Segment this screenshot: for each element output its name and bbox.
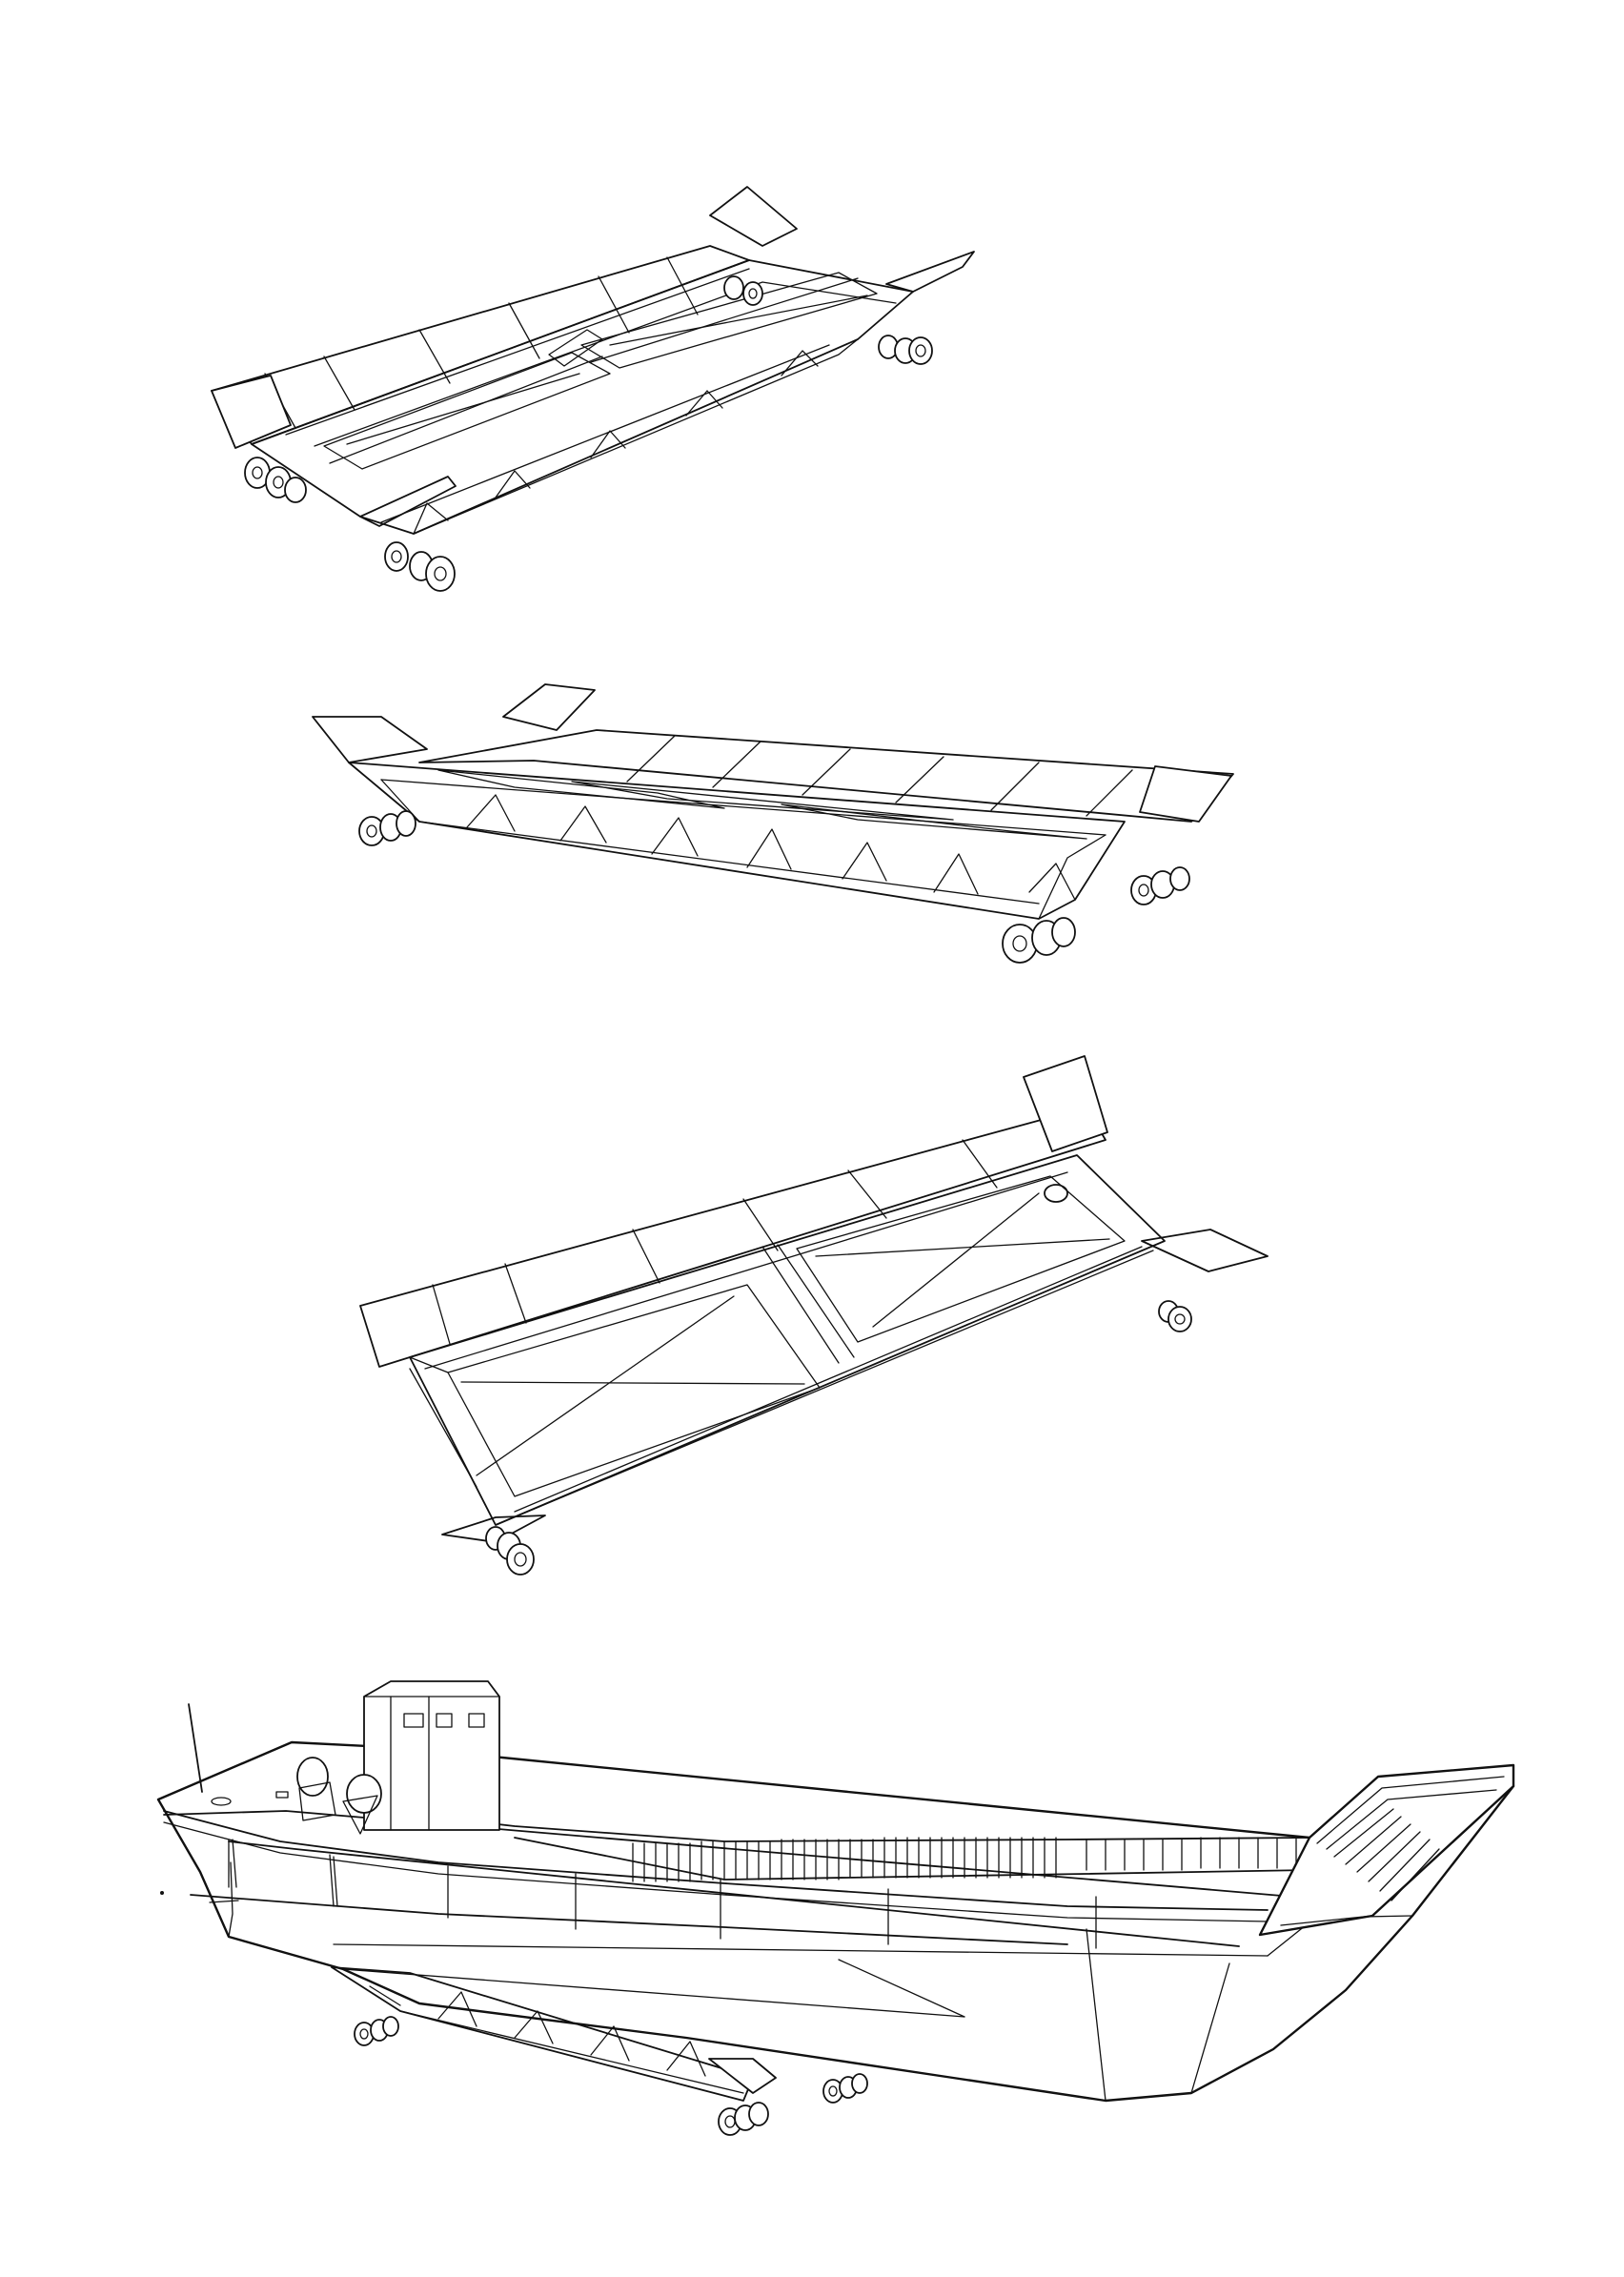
trolley-2-end-wing-left [312,716,428,763]
boat-hull [156,1740,1515,2103]
trolley-3-end-flap-top [1023,1055,1108,1152]
trolley-3-side-wing [1141,1229,1269,1272]
wheel [1158,1300,1192,1332]
trolley-2-deck [418,729,1234,823]
trolley-view-3 [359,1055,1269,1576]
trolley-1-side-wing-right [885,251,975,293]
wheelhouse-window [468,1713,485,1728]
trolley-2-end-flap-top [502,683,596,731]
trolley-2-wheels [358,810,1190,964]
trolley-1-side-wing-lower [359,476,457,527]
trolley-1-frame [251,259,914,535]
trolley-3-wheels [485,1300,1192,1576]
trolley-3-deck [359,1107,1106,1368]
wheel [1002,917,1076,964]
wheel [358,810,416,846]
trolley-1-end-flap-left [211,375,292,449]
trolley-2-end-flap-right [1139,765,1232,823]
trolley-under-boat [331,1966,868,2136]
wheel [1130,866,1190,905]
wheelhouse-window [436,1713,453,1728]
boat-deck-fittings [211,1757,382,1835]
wheel [878,335,933,365]
trolley-1-wheels [244,275,933,592]
trolley-view-2 [312,683,1234,964]
boat-bulwark-frames [228,1810,1310,1949]
wheel [354,2016,399,2046]
wheel [822,2073,868,2104]
trolley-view-1 [211,186,975,592]
wheel [718,2102,769,2136]
wheel [244,457,307,503]
wheel [485,1526,535,1576]
antenna [188,1703,203,1793]
wheel [384,541,456,592]
boat-wheelhouse [363,1680,500,1831]
wheelhouse-window [403,1713,424,1728]
wheel [723,275,763,306]
trolley-3-frame [409,1154,1166,1526]
trolley-1-deck [211,245,750,445]
trolley-2-frame [348,762,1126,920]
trolley-1-end-flap-top [709,186,798,247]
boat-on-trolley-view [156,1680,1515,2136]
boat-bow-ramp [1258,1763,1515,1937]
reference-dot [160,1891,164,1895]
